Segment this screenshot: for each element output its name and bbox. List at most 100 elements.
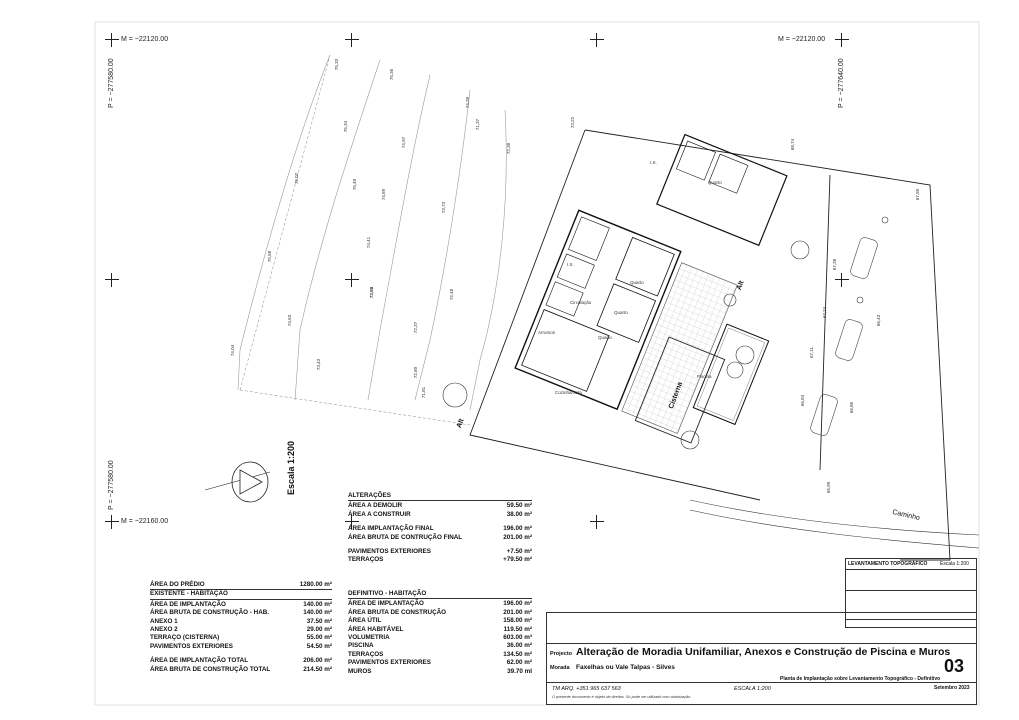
definitivo-table: DEFINITIVO - HABITAÇÃO ÁREA DE IMPLANTAÇ… xyxy=(348,590,532,676)
grid-cross xyxy=(590,515,604,529)
grid-cross xyxy=(345,515,359,529)
legend-info-grid xyxy=(845,590,977,620)
elevation-label: 73,73 xyxy=(441,201,447,214)
coord-p-right-top: P = −277640.00 xyxy=(838,58,845,108)
alteracoes-title: ALTERAÇÕES xyxy=(348,492,532,502)
table-row: PAVIMENTOS EXTERIORES+7.50 m² xyxy=(348,548,532,556)
scale-label: Escala 1:200 xyxy=(286,440,296,495)
contour-lines xyxy=(237,54,507,411)
elevation-label: 72,37 xyxy=(413,321,419,334)
room-label: Piscina xyxy=(697,374,712,379)
room-label: Quarto xyxy=(708,180,722,185)
elevation-label: 74,89 xyxy=(381,188,387,201)
table-row: TERRAÇOS+79.50 m² xyxy=(348,556,532,564)
grid-cross xyxy=(345,33,359,47)
elevation-label: 73,43 xyxy=(316,358,322,371)
north-arrow xyxy=(204,461,271,503)
scale-note: ESCALA 1:200 xyxy=(734,686,771,692)
sheet-description: Planta de Implantação sobre Levantamento… xyxy=(780,676,941,682)
author: TM ARQ. +351 965 637 563 xyxy=(552,686,621,692)
projecto-label: Projecto xyxy=(550,651,573,657)
elevation-label: 72,38 xyxy=(506,142,512,155)
elevation-label: 72,48 xyxy=(449,288,455,301)
elevation-label: 67,50 xyxy=(915,188,921,201)
house-footprint xyxy=(514,133,788,434)
room-label: Cozinha/Sala xyxy=(555,390,582,395)
grid-cross xyxy=(590,33,604,47)
room-label: Circulação xyxy=(570,300,592,305)
grid-cross xyxy=(345,273,359,287)
room-label: Quarto xyxy=(630,280,644,285)
elevation-label: 75,34 xyxy=(343,120,349,133)
elevation-label: 73,22 xyxy=(570,116,576,129)
projecto-title: Alteração de Moradia Unifamiliar, Anexos… xyxy=(576,646,951,658)
date: Setembro 2023 xyxy=(934,685,970,691)
grid-cross xyxy=(105,515,119,529)
elevation-label: 75,33 xyxy=(334,58,340,71)
elevation-label: 74,04 xyxy=(230,344,236,357)
room-label: Quarto xyxy=(614,310,628,315)
legend-header xyxy=(845,558,977,570)
coord-m-left: M = −22120.00 xyxy=(121,36,169,43)
table-row: TERRAÇO (CISTERNA)55.00 m² xyxy=(150,634,332,642)
grid-cross xyxy=(105,273,119,287)
elevation-label: 65,99 xyxy=(826,481,832,494)
elevation-label: 68,74 xyxy=(790,138,796,151)
elevation-label: 67,24 xyxy=(822,306,828,319)
elevation-label: 74,97 xyxy=(401,136,407,149)
definitivo-title: DEFINITIVO - HABITAÇÃO xyxy=(348,590,532,600)
elevation-label: 73,84 xyxy=(369,286,375,299)
grid-cross xyxy=(105,33,119,47)
trees xyxy=(442,216,889,450)
elevation-label: 75,40 xyxy=(352,178,358,191)
coord-p-left-top: P = −277580.00 xyxy=(108,58,115,108)
coord-m-bottom: M = −22160.00 xyxy=(121,518,169,525)
elevation-label: 75,58 xyxy=(267,250,273,263)
elevation-label: 67,11 xyxy=(808,347,814,358)
room-label: I.S. xyxy=(650,160,657,165)
morada-value: Faxelhas ou Vale Talpas - Silves xyxy=(576,664,675,671)
morada-label: Morada xyxy=(550,665,570,671)
elevation-label: 76,02 xyxy=(294,172,300,185)
elevation-label: 74,41 xyxy=(366,236,372,249)
elevation-label: 74,39 xyxy=(465,96,471,109)
elevation-label: 66,86 xyxy=(849,401,855,414)
parked-cars xyxy=(810,237,878,436)
legend-title: LEVANTAMENTO TOPOGRÁFICO xyxy=(848,561,928,567)
table-row: ÁREA BRUTA DE CONSTRUÇÃO - HAB.140.00 m² xyxy=(150,609,332,617)
elevation-label: 74,63 xyxy=(287,314,293,327)
elevation-label: 71,81 xyxy=(421,386,427,399)
sheet-number: 03 xyxy=(944,656,965,676)
elevation-label: 66,84 xyxy=(800,394,806,407)
coord-m-right: M = −22120.00 xyxy=(778,36,826,43)
elevation-label: 67,38 xyxy=(832,258,838,271)
room-label: Quarto xyxy=(598,335,612,340)
legend-scale: Escala 1:200 xyxy=(940,561,969,567)
existente-title: EXISTENTE - HABITAÇÃO xyxy=(150,590,332,600)
elevation-label: 72,60 xyxy=(413,366,419,379)
grid-cross xyxy=(835,273,849,287)
room-label: Arrumos xyxy=(538,330,556,335)
elevation-label: 75,36 xyxy=(389,68,395,81)
room-label: I.S. xyxy=(567,262,574,267)
